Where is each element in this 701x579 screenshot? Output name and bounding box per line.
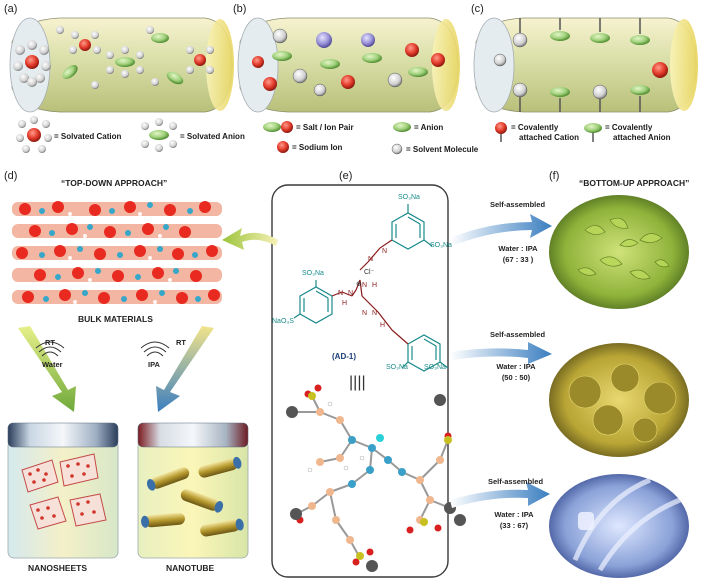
panel-label-d: (d) [4,170,18,182]
ratio-2: (50 : 50) [501,373,531,382]
panel-label-a: (a) [4,3,18,15]
solvent-3: Water : IPA [494,510,534,519]
arrow-to-nanosheets [18,326,76,412]
so3na-bottom-left-label: SO₃Na [386,364,408,371]
nanotube-rods [141,456,244,537]
nanotube-jar [137,422,249,559]
self-assembled-1: Self-assembled [490,200,546,209]
bottom-up-title: “BOTTOM-UP APPROACH” [579,178,690,188]
solvent-molecule-icon [391,143,403,155]
bulk-materials-label: BULK MATERIALS [78,314,153,324]
legend-sodium-ion: = Sodium Ion [292,143,343,152]
naso3-left-label: NaO₃S [272,318,294,325]
solvent-1: Water : IPA [498,244,538,253]
legend-covalent-anion-1: = Covalently [605,123,653,132]
sem-image-67-33 [549,195,689,309]
salt-ion-pair-icon [263,121,293,133]
self-assembled-3: Self-assembled [488,477,544,486]
panel-label-e: (e) [339,170,353,182]
solvated-cation-icon [16,116,52,153]
ad1-3d-model [286,384,466,572]
arrow-to-bulk [222,228,278,250]
panel-label-c: (c) [471,3,484,15]
legend-covalent-cation-2: attached Cation [519,133,580,142]
n-label-1: N [382,248,388,255]
ultrasound-wave-icon-left [35,341,65,357]
ratio-1: (67 : 33 ) [502,255,534,264]
nanotube-label: NANOTUBE [166,563,215,573]
solvated-cation-a1 [13,40,51,87]
so3na-top2-label: SO₃Na [430,242,452,249]
ultrasound-wave-icon-right [140,341,170,357]
legend-covalent-cation-1: = Covalently [511,123,559,132]
n-label-9: N [372,310,378,317]
n-label-8: N [362,310,368,317]
tube-c [473,17,698,113]
covalent-ions-c [519,18,641,112]
n-label-7: H [342,300,348,307]
legend-solvent-molecule: = Solvent Molecule [406,145,479,154]
ion-pairs-b [252,28,445,97]
nanosheets-jar [7,422,119,559]
sodium-ion-icon [277,141,289,153]
rt-right-label: RT [176,338,186,347]
panel-label-f: (f) [549,170,560,182]
water-label: Water [42,360,63,369]
arrow-to-sem-2 [450,342,552,364]
n-label-10: H [380,322,386,329]
nanosheets-label: NANOSHEETS [28,563,88,573]
positive-charge-label: ⊕ [356,281,362,288]
n-label-4: H [372,282,378,289]
anion-icon [393,122,411,132]
top-down-title: “TOP-DOWN APPROACH” [61,178,168,188]
legend-covalent-anion-2: attached Anion [613,133,671,142]
covalent-anion-icon [584,123,602,142]
bulk-materials-layers [12,201,222,304]
tube-b [237,17,460,113]
rt-left-label: RT [45,338,55,347]
ratio-3: (33 : 67) [499,521,529,530]
chloride-label: Cl⁻ [364,269,375,276]
n-label-6: N [348,290,354,297]
sem-flakes-1 [577,217,670,280]
arrow-to-nanotube [156,326,214,412]
n-label-2: N [368,256,374,263]
arrow-to-sem-1 [450,214,552,246]
so3na-bottom-right-label: SO₃Na [424,364,446,371]
solvated-anion-icon [141,118,177,152]
equivalence-marks: |||| [349,374,366,391]
covalent-cation-icon [495,122,507,142]
solvated-anion-a1 [106,46,144,78]
legend-icons [16,116,602,155]
solvated-cation-a2 [69,31,101,54]
sem-flowers-2 [568,363,677,443]
sem-image-33-67 [549,474,689,578]
so3na-top-label: SO₃Na [398,194,420,201]
so3na-left-label: SO₃Na [302,270,324,277]
ad1-name-label: (AD-1) [332,352,356,361]
legend-solvated-cation: = Solvated Cation [54,132,122,141]
solvent-2: Water : IPA [496,362,536,371]
n-label-3: N [362,282,368,289]
ad1-linkers [331,239,409,345]
arrow-to-sem-3 [450,482,550,508]
legend-solvated-anion: = Solvated Anion [180,132,245,141]
tube-a [9,17,234,113]
legend-anion: = Anion [414,123,444,132]
legend-salt-ion-pair: = Salt / Ion Pair [296,123,354,132]
solvated-cation-a3 [186,46,214,74]
panel-label-b: (b) [233,3,247,15]
sem-crystal [578,512,594,530]
ipa-label: IPA [148,360,160,369]
n-label-5: N [338,290,344,297]
sem-fibers-3 [572,477,681,572]
self-assembled-2: Self-assembled [490,330,546,339]
